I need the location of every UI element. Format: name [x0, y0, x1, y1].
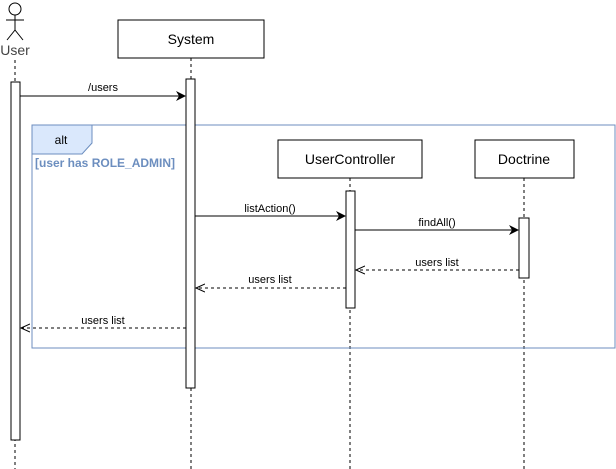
- find-all-label: findAll(): [418, 217, 455, 229]
- users-request-message: /users: [20, 82, 186, 101]
- system-label: System: [168, 31, 215, 47]
- doctrine-participant: Doctrine: [474, 139, 575, 179]
- user-activation-bar: [10, 81, 21, 441]
- system-participant: System: [117, 19, 265, 59]
- alt-operator-tab: [31, 124, 93, 155]
- alt-frame: [31, 124, 616, 349]
- find-all-message: findAll(): [355, 217, 519, 235]
- doctrine-activation-bar: [518, 217, 530, 279]
- usercontroller-activation-bar: [345, 190, 356, 309]
- usercontroller-participant: UserController: [277, 139, 423, 179]
- system-return-label: users list: [81, 315, 124, 327]
- alt-guard-label: [user has ROLE_ADMIN]: [35, 156, 175, 170]
- system-box: [117, 19, 265, 59]
- actor-head: [8, 2, 22, 16]
- alt-fragment: alt [user has ROLE_ADMIN]: [31, 124, 616, 349]
- doctrine-box: [474, 139, 575, 179]
- doctrine-return-label: users list: [415, 257, 458, 269]
- doctrine-return-message: users list: [356, 257, 519, 270]
- controller-return-label: users list: [248, 274, 291, 286]
- system-return-message: users list: [21, 315, 186, 328]
- alt-operator-label: alt: [55, 133, 68, 147]
- actor-left-leg: [6, 29, 16, 41]
- usercontroller-label: UserController: [305, 151, 396, 167]
- user-actor: User: [0, 2, 30, 58]
- system-activation-bar: [185, 78, 196, 389]
- list-action-message: listAction(): [195, 203, 346, 221]
- controller-return-message: users list: [196, 274, 346, 288]
- usercontroller-box: [277, 139, 423, 179]
- actor-label: User: [0, 42, 30, 58]
- doctrine-label: Doctrine: [498, 151, 550, 167]
- actor-right-leg: [14, 29, 24, 41]
- users-request-label: /users: [88, 82, 118, 94]
- list-action-label: listAction(): [244, 203, 295, 215]
